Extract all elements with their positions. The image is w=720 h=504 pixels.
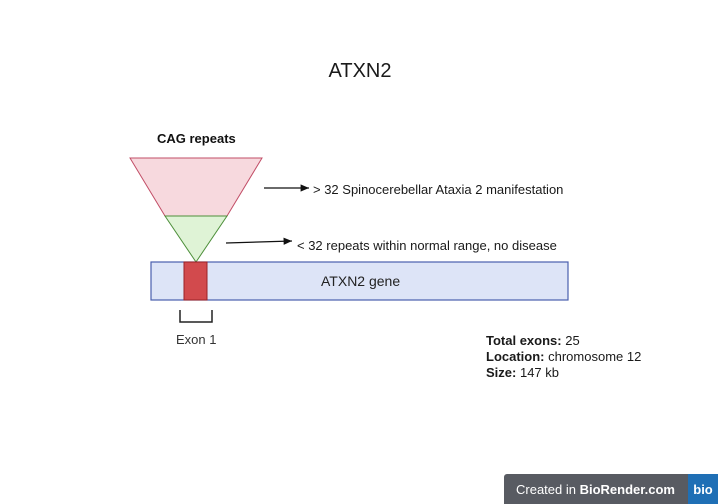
info-exons-label: Total exons:	[486, 333, 562, 348]
info-location: Location: chromosome 12	[486, 349, 641, 365]
badge-brand: BioRender.com	[579, 481, 675, 497]
expanded-annotation: > 32 Spinocerebellar Ataxia 2 manifestat…	[313, 182, 564, 197]
normal-annotation: < 32 repeats within normal range, no dis…	[297, 238, 557, 253]
badge-prefix: Created in	[516, 481, 580, 497]
info-location-label: Location:	[486, 349, 545, 364]
info-location-value: chromosome 12	[548, 349, 642, 364]
exon-1-block	[183, 261, 208, 301]
info-exons-value: 25	[565, 333, 580, 348]
badge-text: Created in BioRender.com	[504, 482, 688, 497]
cag-repeats-label: CAG repeats	[157, 131, 236, 146]
gene-bar	[150, 261, 569, 301]
gene-label: ATXN2 gene	[321, 273, 401, 289]
info-size-value: 147 kb	[519, 365, 560, 380]
info-size: Size: 147 kb	[486, 365, 641, 381]
diagram-title: ATXN2	[328, 60, 392, 82]
biorender-logo-icon: bio	[688, 474, 718, 504]
gene-info: Total exons: 25 Location: chromosome 12 …	[486, 333, 641, 381]
exon-bracket	[179, 310, 213, 323]
info-size-label: Size:	[486, 365, 517, 380]
normal-arrow	[225, 237, 293, 245]
exon-label: Exon 1	[176, 332, 217, 347]
normal-repeats-region	[164, 215, 228, 263]
expanded-repeats-region	[129, 157, 263, 217]
info-exons: Total exons: 25	[486, 333, 641, 349]
biorender-badge[interactable]: Created in BioRender.com bio	[504, 474, 718, 504]
